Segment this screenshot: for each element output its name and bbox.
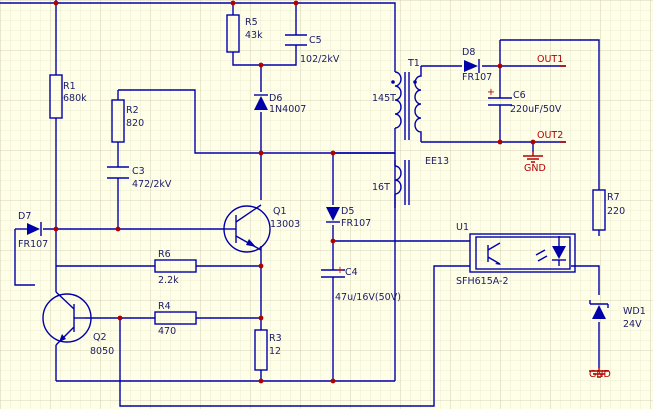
d5-ref: D5 [341, 206, 354, 217]
r5-ref: R5 [245, 17, 258, 28]
c6-value: 220uF/50V [510, 104, 562, 115]
d5-diode [326, 207, 340, 223]
c3-value: 472/2kV [132, 179, 172, 190]
gnd-symbol-feedback [589, 368, 609, 378]
r6-body [154, 259, 197, 273]
c3-ref: C3 [132, 166, 145, 177]
t1-core: EE13 [425, 156, 449, 167]
r2-ref: R2 [126, 105, 139, 116]
c5-capacitor [285, 34, 307, 55]
d6-value: 1N4007 [269, 104, 306, 115]
q2-emitter-arrow [59, 334, 66, 342]
d6-diode [254, 94, 268, 110]
d8-value: FR107 [462, 72, 492, 83]
t1-primary-turns: 145T [372, 93, 396, 104]
r1-body [49, 74, 63, 119]
c4-plus-sign: + [336, 265, 344, 276]
r3-body [254, 329, 268, 371]
r3-value: 12 [269, 346, 281, 357]
r1-ref: R1 [63, 81, 76, 92]
c6-plus-sign: + [487, 87, 495, 98]
r7-body [592, 189, 606, 231]
c6-capacitor [488, 95, 512, 108]
c4-value: 47u/16V(50V) [335, 292, 401, 303]
r6-ref: R6 [158, 249, 171, 260]
u1-ref: U1 [456, 222, 469, 233]
d7-value: FR107 [18, 239, 48, 250]
r4-body [154, 311, 197, 325]
r7-ref: R7 [607, 192, 620, 203]
d5-value: FR107 [341, 218, 371, 229]
out2-port-label: OUT2 [537, 130, 563, 141]
t1-aux-turns: 16T [372, 182, 390, 193]
r1-value: 680k [63, 93, 87, 104]
wd1-ref: WD1 [623, 306, 646, 317]
r2-body [111, 99, 125, 143]
r4-ref: R4 [158, 301, 171, 312]
r5-body [226, 14, 240, 53]
d6-ref: D6 [269, 93, 282, 104]
wd1-zener [589, 300, 609, 319]
wires [0, 0, 600, 407]
d8-diode [464, 59, 480, 73]
r7-value: 220 [607, 206, 625, 217]
c4-capacitor [321, 265, 345, 288]
q2-ref: Q2 [93, 332, 107, 343]
r3-ref: R3 [269, 333, 282, 344]
r6-value: 2.2k [158, 275, 179, 286]
out1-port-label: OUT1 [537, 54, 563, 65]
q1-value: 13003 [270, 219, 300, 230]
t1-secondary-dot [413, 80, 417, 84]
c3-capacitor [107, 166, 129, 179]
out-port-markers [560, 65, 566, 143]
c5-value: 102/2kV [300, 54, 340, 65]
gnd-label-output: GND [524, 163, 546, 174]
d8-ref: D8 [462, 47, 475, 58]
q1-emitter-arrow [246, 239, 256, 247]
d7-diode [27, 222, 42, 236]
t1-transformer [394, 66, 422, 208]
u1-optocoupler [469, 233, 576, 273]
q2-value: 8050 [90, 346, 114, 357]
r2-value: 820 [126, 118, 144, 129]
c5-ref: C5 [309, 35, 322, 46]
gnd-label-feedback: GND [589, 369, 611, 380]
c6-ref: C6 [513, 90, 526, 101]
gnd-symbol-output [523, 152, 543, 163]
u1-value: SFH615A-2 [456, 276, 509, 287]
wd1-value: 24V [623, 319, 642, 330]
t1-ref: T1 [407, 58, 420, 69]
c4-ref: C4 [345, 267, 358, 278]
r4-value: 470 [158, 326, 176, 337]
junctions [53, 0, 536, 384]
r5-value: 43k [245, 30, 263, 41]
t1-primary-dot [391, 80, 395, 84]
d7-ref: D7 [18, 211, 31, 222]
q1-ref: Q1 [273, 206, 287, 217]
